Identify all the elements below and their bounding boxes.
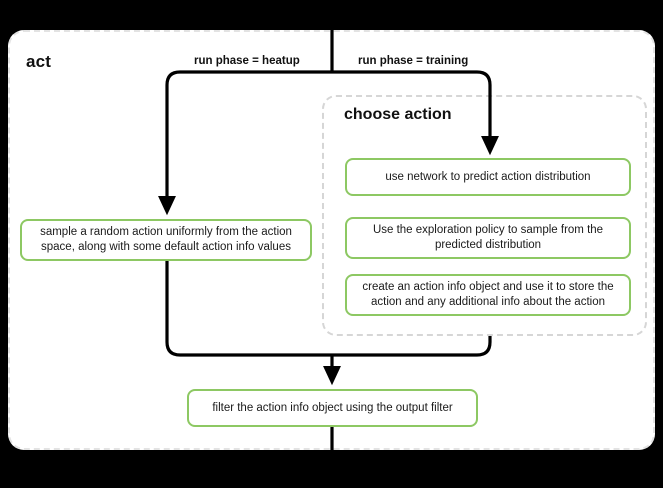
edge-label-heatup: run phase = heatup (190, 54, 304, 68)
node-create-action-info[interactable]: create an action info object and use it … (345, 274, 631, 316)
node-exploration-policy[interactable]: Use the exploration policy to sample fro… (345, 217, 631, 259)
edge-label-training: run phase = training (354, 54, 473, 68)
node-sample-random-action[interactable]: sample a random action uniformly from th… (20, 219, 312, 261)
act-group-title: act (26, 52, 52, 71)
node-filter-action-info[interactable]: filter the action info object using the … (187, 389, 478, 427)
node-use-network[interactable]: use network to predict action distributi… (345, 158, 631, 196)
choose-action-group-title: choose action (344, 106, 452, 123)
